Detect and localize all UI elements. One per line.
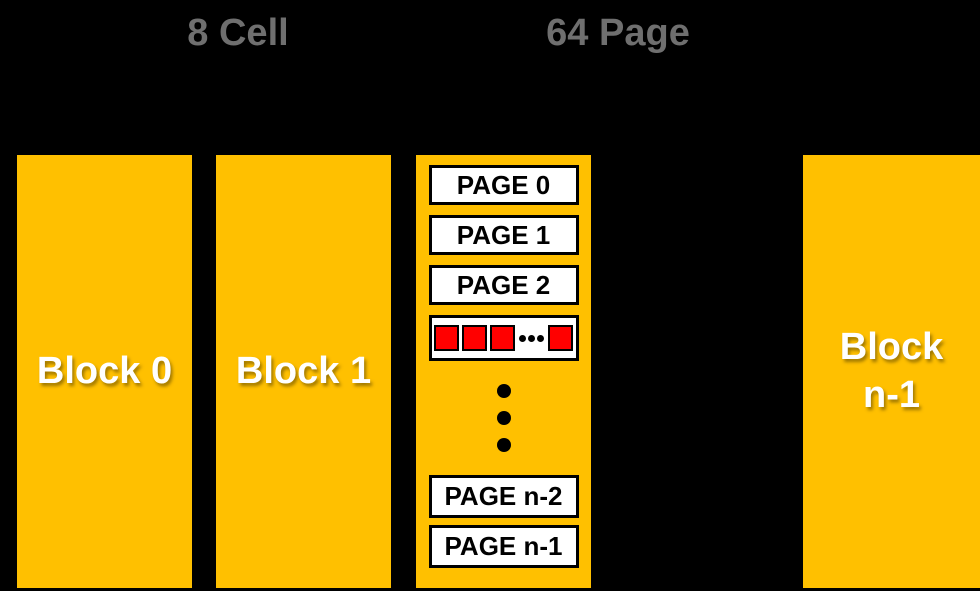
memory-cell xyxy=(462,325,487,351)
memory-cell xyxy=(548,325,573,351)
memory-cell xyxy=(434,325,459,351)
ellipsis-dot xyxy=(519,334,526,342)
block-1: Block 1 xyxy=(216,155,391,588)
block-expanded-pages: PAGE 0 PAGE 1 PAGE 2 PAGE n-2 PAGE n-1 xyxy=(416,155,591,588)
ellipsis-dots-vertical-icon xyxy=(416,361,591,475)
block-n-1: Block n-1 xyxy=(803,155,980,588)
ellipsis-dot xyxy=(496,384,511,398)
block-0: Block 0 xyxy=(17,155,192,588)
page-1-box: PAGE 1 xyxy=(428,215,579,255)
block-0-label: Block 0 xyxy=(36,349,173,392)
ellipsis-dot xyxy=(537,334,544,342)
ellipsis-dot xyxy=(528,334,535,342)
page-2-box: PAGE 2 xyxy=(428,265,579,305)
page-0-box: PAGE 0 xyxy=(428,165,579,205)
block-n-1-label: Block n-1 xyxy=(839,326,944,416)
ellipsis-dots-horizontal-icon xyxy=(519,334,544,342)
memory-cell xyxy=(490,325,515,351)
cell-row xyxy=(428,315,579,361)
page-n-2-box: PAGE n-2 xyxy=(428,475,579,518)
cell-count-label: 8 Cell xyxy=(187,12,289,54)
page-count-label: 64 Page xyxy=(546,12,690,54)
page-n-1-box: PAGE n-1 xyxy=(428,525,579,568)
ellipsis-dot xyxy=(496,411,511,425)
ellipsis-dot xyxy=(496,438,511,452)
block-1-label: Block 1 xyxy=(235,349,372,392)
